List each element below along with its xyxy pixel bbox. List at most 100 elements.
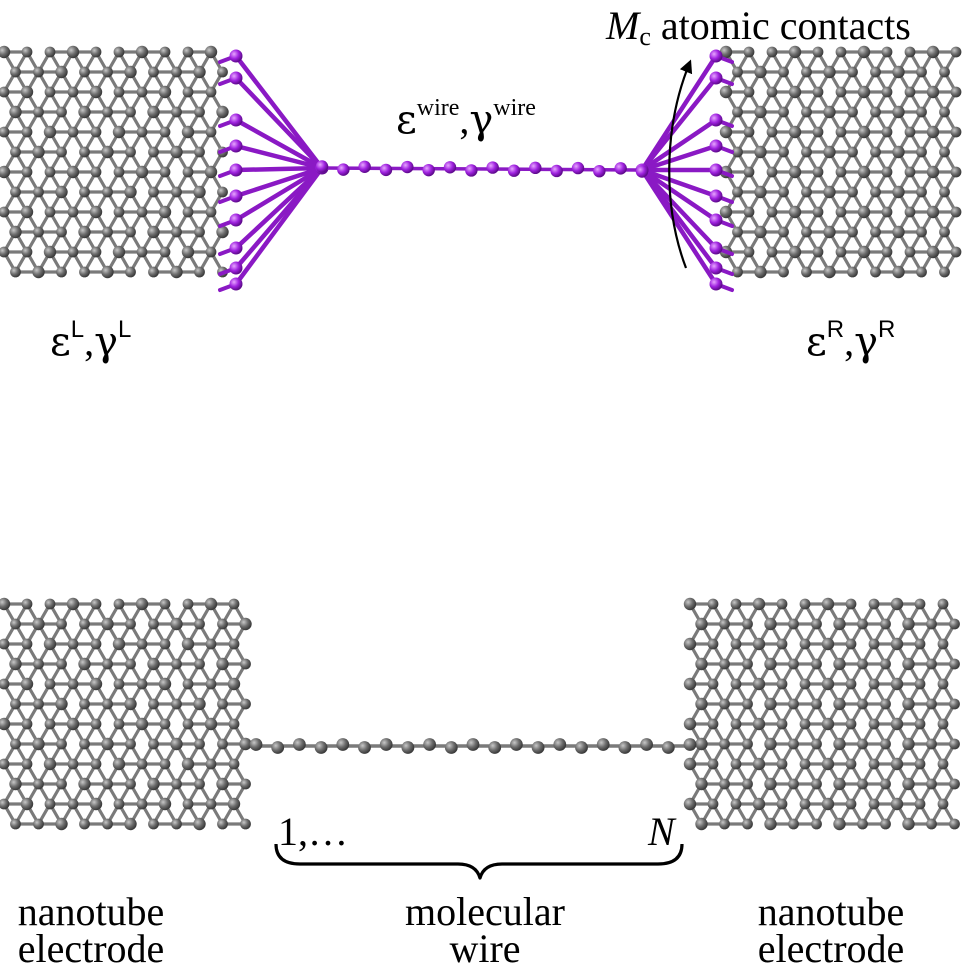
carbon-atom <box>732 106 743 118</box>
carbon-atom <box>181 757 195 771</box>
carbon-atom <box>113 798 125 810</box>
carbon-atom <box>752 717 766 731</box>
carbon-atom <box>0 798 10 810</box>
carbon-atom <box>778 106 789 118</box>
wire-atom <box>379 163 393 177</box>
carbon-atom <box>79 818 90 830</box>
wire-epsilon: ε <box>396 97 417 143</box>
carbon-atom <box>113 86 125 98</box>
carbon-atom <box>194 618 205 630</box>
carbon-atom <box>148 818 159 830</box>
carbon-atom <box>695 817 708 831</box>
carbon-atom <box>799 718 811 730</box>
carbon-atom <box>939 266 950 278</box>
carbon-atom <box>66 45 80 59</box>
carbon-atom <box>194 658 205 670</box>
right-electrode-caption-line2: electrode <box>757 926 905 971</box>
carbon-atom <box>799 798 811 810</box>
contact-bond <box>233 143 325 171</box>
carbon-atom <box>695 657 708 671</box>
contact-atom <box>229 139 243 153</box>
carbon-atom <box>159 638 171 650</box>
bottom-panel <box>0 597 960 880</box>
carbon-atom <box>10 146 21 158</box>
carbon-atom <box>743 246 755 258</box>
carbon-atom <box>56 266 67 278</box>
carbon-atom <box>890 757 904 771</box>
left-comma: , <box>84 319 95 364</box>
carbon-atom <box>847 226 858 238</box>
carbon-atom <box>845 758 857 770</box>
carbon-atom <box>171 186 182 198</box>
carbon-atom <box>159 166 171 178</box>
bottom-left-nanotube-electrode <box>0 597 252 831</box>
carbon-atom <box>707 598 719 610</box>
right-atomic-contacts <box>635 49 734 292</box>
carbon-atom <box>194 738 205 750</box>
carbon-atom <box>949 658 960 670</box>
carbon-atom <box>707 798 719 810</box>
carbon-atom <box>32 737 45 751</box>
wire-atom <box>510 738 523 751</box>
carbon-atom <box>148 66 159 78</box>
carbon-atom <box>823 185 836 199</box>
wire-atom <box>444 741 458 754</box>
carbon-atom <box>914 758 926 770</box>
carbon-atom <box>124 185 137 199</box>
carbon-atom <box>801 106 812 118</box>
top-panel <box>0 45 962 292</box>
carbon-atom <box>78 777 91 791</box>
carbon-atom <box>56 618 67 630</box>
carbon-atom <box>821 717 835 731</box>
carbon-atom <box>778 226 789 238</box>
carbon-atom <box>136 126 148 138</box>
carbon-atom <box>937 638 949 650</box>
carbon-atom <box>926 698 937 710</box>
carbon-atom <box>870 186 881 198</box>
carbon-atom <box>743 86 755 98</box>
wire-atom <box>488 741 502 754</box>
carbon-atom <box>730 758 742 770</box>
carbon-atom <box>890 637 904 651</box>
carbon-atom <box>695 737 708 751</box>
carbon-atom <box>857 205 871 219</box>
carbon-atom <box>766 166 778 178</box>
carbon-atom <box>811 738 822 750</box>
carbon-atom <box>20 677 34 691</box>
carbon-atom <box>112 245 126 259</box>
carbon-atom <box>0 638 10 650</box>
carbon-atom <box>914 678 926 690</box>
wire-atom <box>640 738 653 751</box>
carbon-atom <box>66 597 80 611</box>
contact-atom <box>229 213 243 227</box>
carbon-atom <box>821 597 835 611</box>
carbon-atom <box>801 66 812 78</box>
carbon-atom <box>801 186 812 198</box>
carbon-atom <box>752 637 766 651</box>
carbon-atom <box>194 106 205 118</box>
carbon-atom <box>125 658 136 670</box>
carbon-atom <box>812 246 824 258</box>
contact-atom <box>229 49 243 63</box>
carbon-atom <box>788 658 799 670</box>
contact-atom <box>229 261 243 275</box>
carbon-atom <box>742 698 753 710</box>
carbon-atom <box>33 658 44 670</box>
carbon-atom <box>892 145 905 159</box>
carbon-atom <box>33 66 44 78</box>
carbon-atom <box>916 106 927 118</box>
carbon-atom <box>801 266 812 278</box>
carbon-atom <box>0 86 10 98</box>
carbon-atom <box>833 617 846 631</box>
carbon-atom <box>799 758 811 770</box>
carbon-atom <box>916 226 927 238</box>
bottom-molecular-wire <box>249 738 697 754</box>
carbon-atom <box>812 166 824 178</box>
carbon-atom <box>788 738 799 750</box>
carbon-atom <box>228 718 240 730</box>
carbon-atom <box>170 265 183 279</box>
carbon-atom <box>181 637 195 651</box>
carbon-atom <box>764 737 777 751</box>
carbon-atom <box>158 677 172 691</box>
carbon-atom <box>926 125 940 139</box>
